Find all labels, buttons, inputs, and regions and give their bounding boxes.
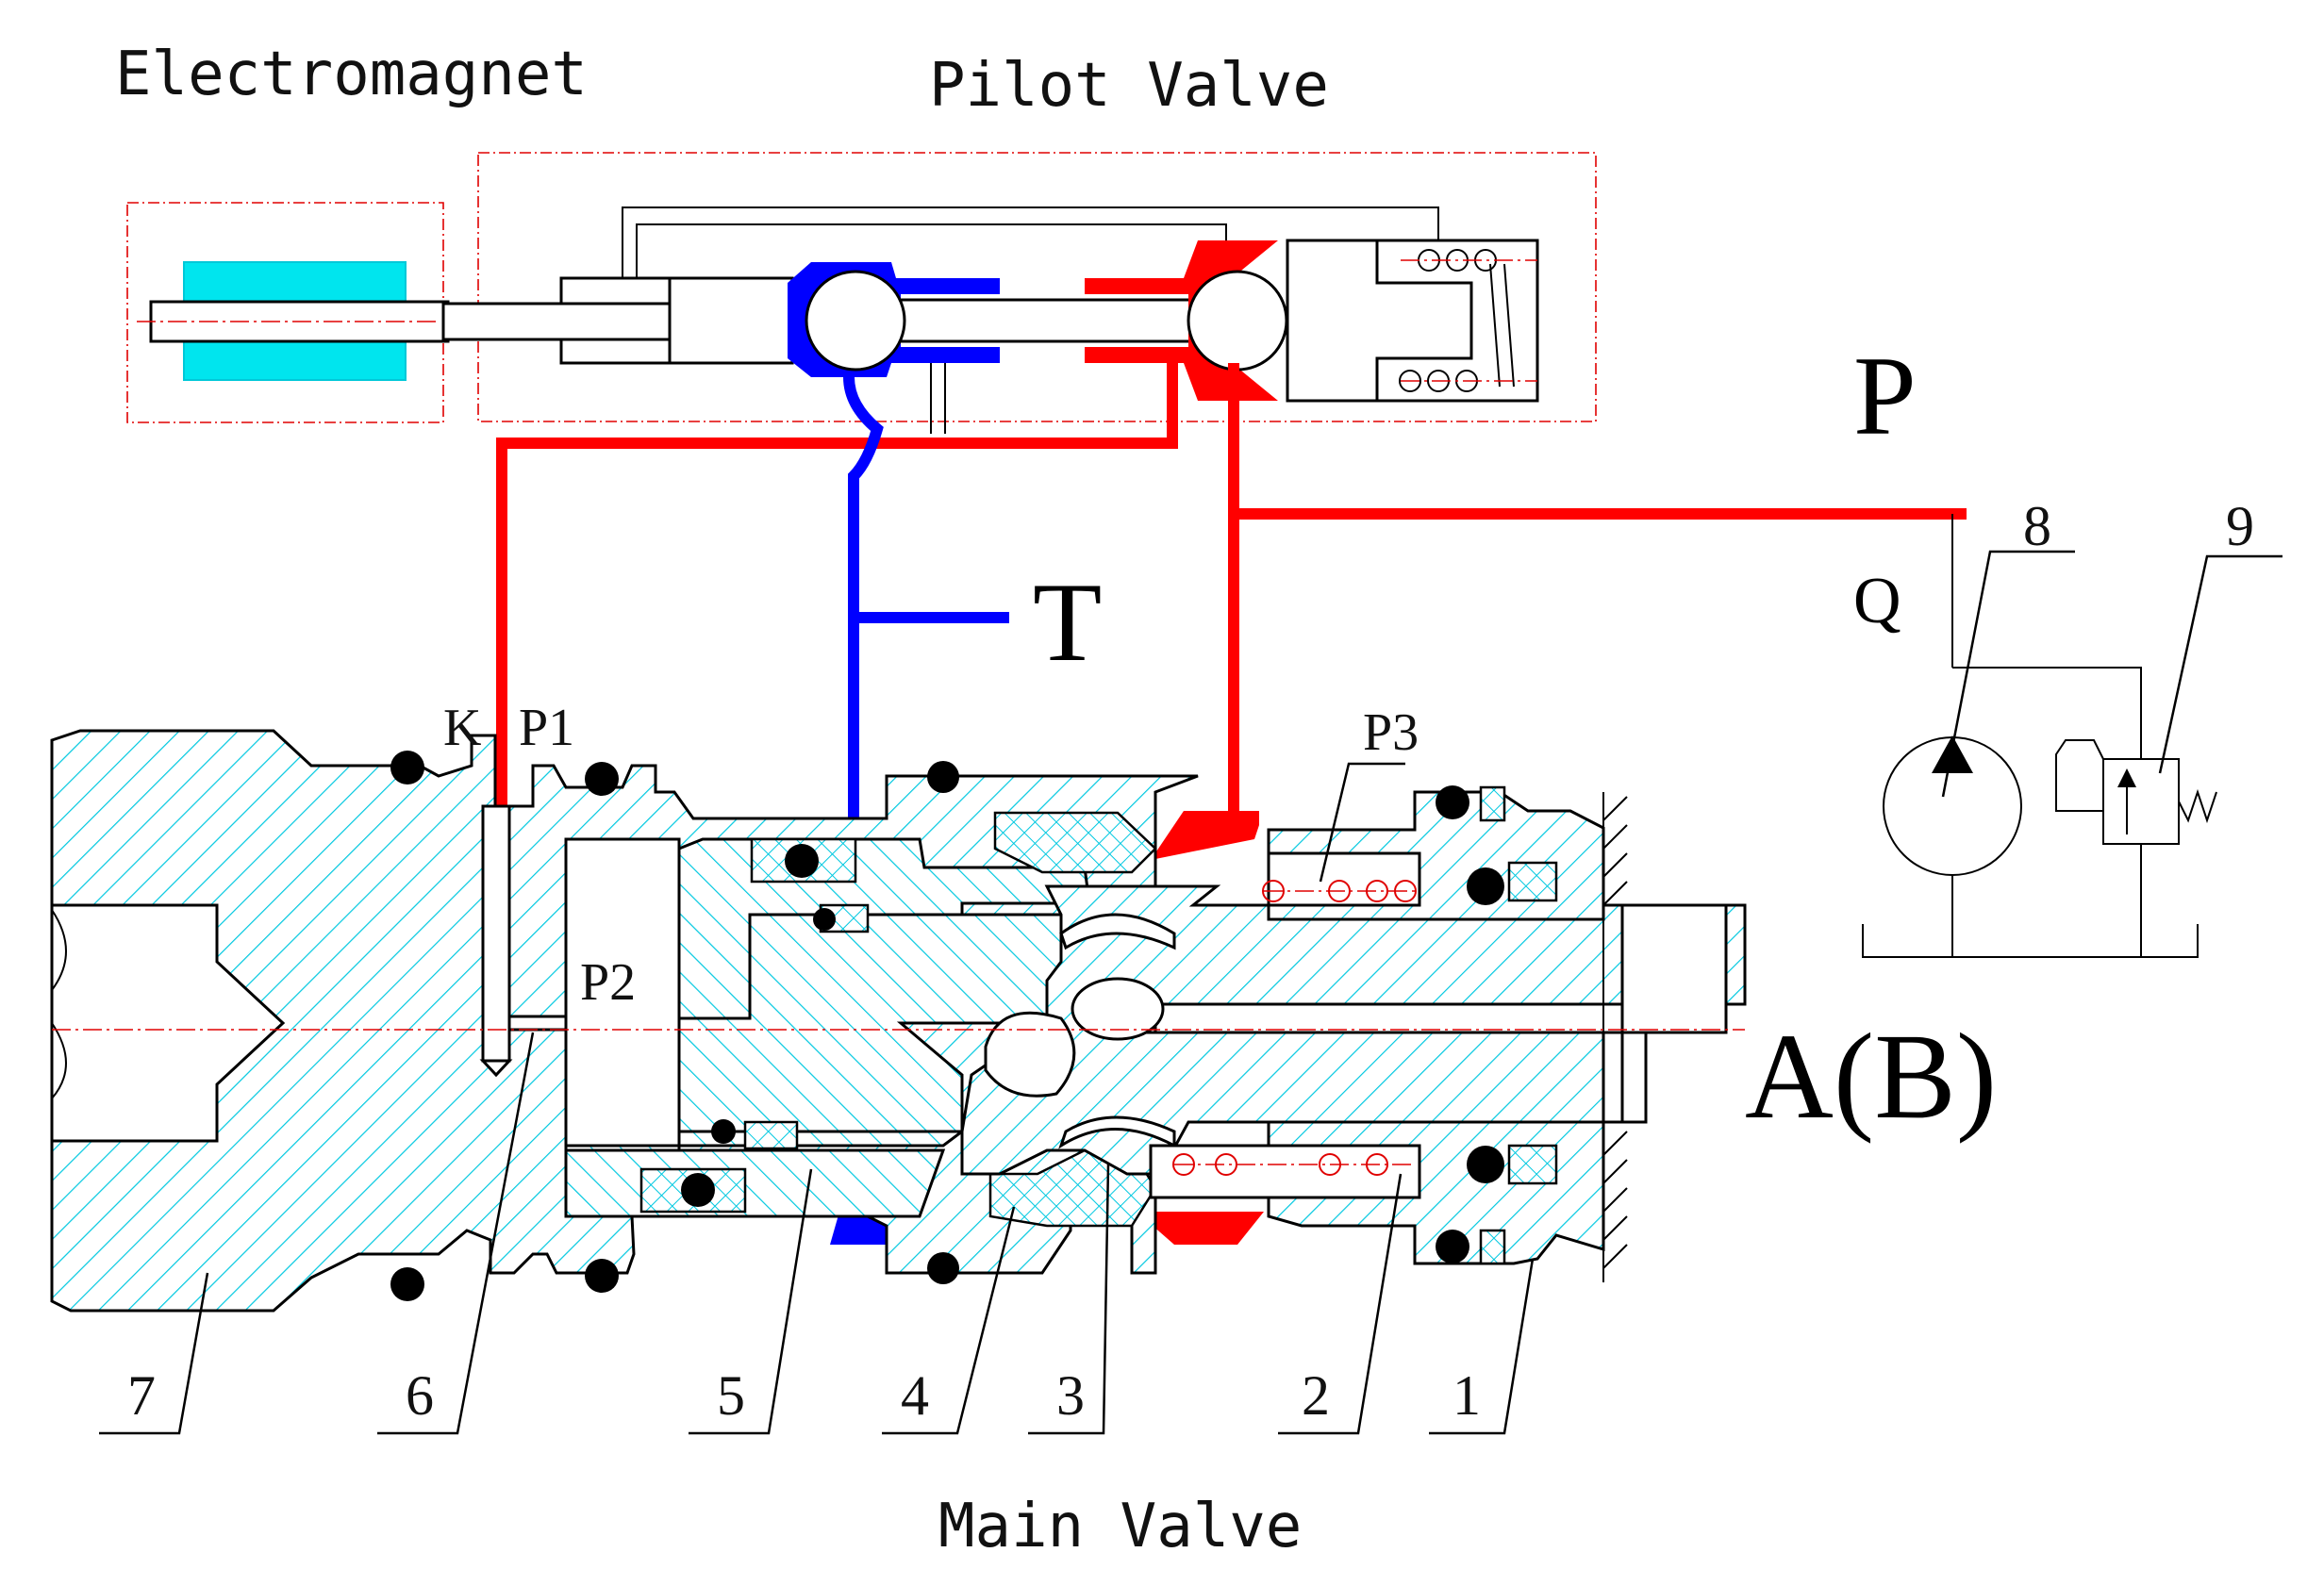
part-number-1: 1 [1452,1364,1481,1427]
port-p1-label: P1 [519,699,574,757]
part-number-3: 3 [1056,1364,1085,1427]
part-number-8: 8 [2023,495,2051,557]
part-number-4: 4 [901,1364,929,1427]
port-k-label: K [443,699,481,757]
electromagnet [126,202,450,423]
part-number-9: 9 [2226,495,2254,557]
main-valve [50,729,1747,1313]
main-valve-title: Main Valve [938,1492,1302,1561]
port-t-label: T [1033,559,1102,685]
port-p3-label: P3 [1363,703,1419,762]
part-number-6: 6 [406,1364,434,1427]
pump-circuit [1862,514,2217,958]
port-ab-label: A(B) [1745,1009,1997,1145]
port-p-label: P [1853,333,1917,458]
pilot-valve [441,152,1597,434]
part-number-7: 7 [127,1364,156,1427]
pressure-lines [496,363,1967,1245]
port-p2-label: P2 [580,953,636,1012]
electromagnet-title: Electromagnet [115,40,588,109]
part-number-2: 2 [1302,1364,1330,1427]
part-number-5: 5 [717,1364,745,1427]
port-q-label: Q [1853,565,1901,637]
pilot-valve-title: Pilot Valve [929,51,1329,121]
leader-lines [99,550,2282,1435]
